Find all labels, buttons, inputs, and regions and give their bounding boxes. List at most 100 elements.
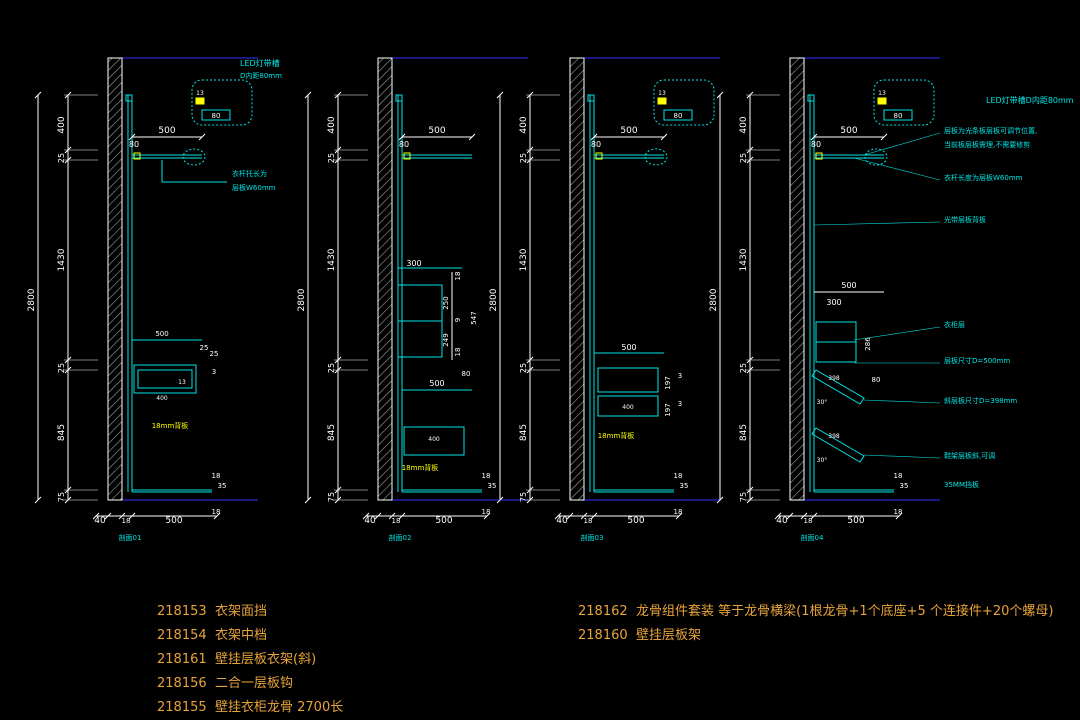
hook-callout [644, 148, 668, 166]
upright-cap [587, 94, 595, 102]
led-channel [201, 109, 231, 121]
dim-label: 80 [129, 140, 139, 149]
led-channel [663, 109, 693, 121]
dim-label: 500 [158, 126, 175, 136]
drawer-box [403, 426, 465, 456]
dim-label: 18 [894, 472, 903, 480]
hook-callout [864, 148, 888, 166]
dim-tick [483, 512, 491, 520]
dim-tick [496, 496, 504, 504]
dim-label: 845 [57, 424, 67, 441]
dim-label: 400 [622, 404, 634, 411]
dim-label: 80 [872, 376, 881, 384]
dim-label: 75 [327, 492, 336, 502]
upright-cap [125, 94, 133, 102]
drawer-box [597, 395, 659, 417]
sloped-shelf [811, 369, 865, 405]
dim-tick [566, 512, 574, 520]
section-label: 剖面04 [801, 533, 824, 542]
dim-label: 80 [212, 112, 221, 120]
dim-tick [774, 512, 782, 520]
dim-label: 18 [122, 517, 131, 525]
leader [813, 221, 941, 226]
leader [863, 454, 941, 459]
dim-tick [388, 512, 396, 520]
dim-label: 25 [519, 153, 528, 163]
shelf-mark [815, 152, 823, 160]
dim-label: 3 [212, 368, 216, 376]
note: 层板W60mm [232, 183, 276, 192]
dim-tick [304, 91, 312, 99]
dim-label: 500 [429, 379, 444, 388]
dim-tick [198, 133, 206, 141]
dim-tick [34, 496, 42, 504]
board-note: 18mm背板 [402, 463, 439, 472]
dim-label: 1430 [57, 248, 67, 271]
dim-label: 300 [406, 259, 421, 268]
dim-label: 197 [664, 376, 672, 389]
dim-tick [213, 512, 221, 520]
wall [789, 57, 805, 501]
shelf-mark [403, 152, 411, 160]
dim-label: 500 [428, 126, 445, 136]
dim-tick [118, 512, 126, 520]
shelf-mark [595, 152, 603, 160]
led-strip [195, 97, 205, 105]
dim-label: 25 [210, 350, 219, 358]
dim-label: 18 [212, 508, 221, 516]
dim-label: 845 [739, 424, 749, 441]
dim-label: 80 [674, 112, 683, 120]
leader [863, 399, 941, 404]
wall [107, 57, 123, 501]
dim-label: 18 [894, 508, 903, 516]
dim-label: 35 [900, 482, 909, 490]
led-callout [191, 79, 253, 126]
dim-tick [128, 133, 136, 141]
dim-tick [128, 512, 136, 520]
dim-tick [895, 512, 903, 520]
dim-label: 18 [482, 508, 491, 516]
dim-tick [362, 512, 370, 520]
dim-label: 25 [739, 153, 748, 163]
leader [853, 157, 941, 181]
dim-label: 80 [894, 112, 903, 120]
note: 光带层板背板 [944, 215, 986, 224]
dim-label: 400 [156, 395, 168, 402]
dim-tick [660, 133, 668, 141]
note: 鞋架层板斜,可调 [944, 451, 995, 460]
dim-label: 197 [664, 403, 672, 416]
dim-tick [810, 512, 818, 520]
dim-tick [880, 133, 888, 141]
wall [569, 57, 585, 501]
dim-label: 80 [811, 140, 821, 149]
dim-tick [716, 91, 724, 99]
dim-label: 500 [627, 516, 644, 526]
dim-label: 2800 [489, 288, 499, 311]
dim-label: 2800 [709, 288, 719, 311]
dim-label: 400 [428, 436, 440, 443]
section-label: 剖面03 [581, 533, 604, 542]
dim-label: 18 [454, 272, 462, 281]
board-note: 18mm背板 [598, 431, 635, 440]
wall [377, 57, 393, 501]
dim-label: 35 [680, 482, 689, 490]
section-label: 剖面01 [119, 533, 142, 542]
dim-tick [590, 512, 598, 520]
led-callout [653, 79, 715, 126]
dim-label: 500 [155, 330, 168, 338]
dim-label: 2800 [297, 288, 307, 311]
dim-label: 1430 [327, 248, 337, 271]
dim-tick [496, 91, 504, 99]
dim-label: 500 [847, 516, 864, 526]
dim-label: 398 [828, 375, 840, 382]
drawer-box [133, 364, 197, 394]
